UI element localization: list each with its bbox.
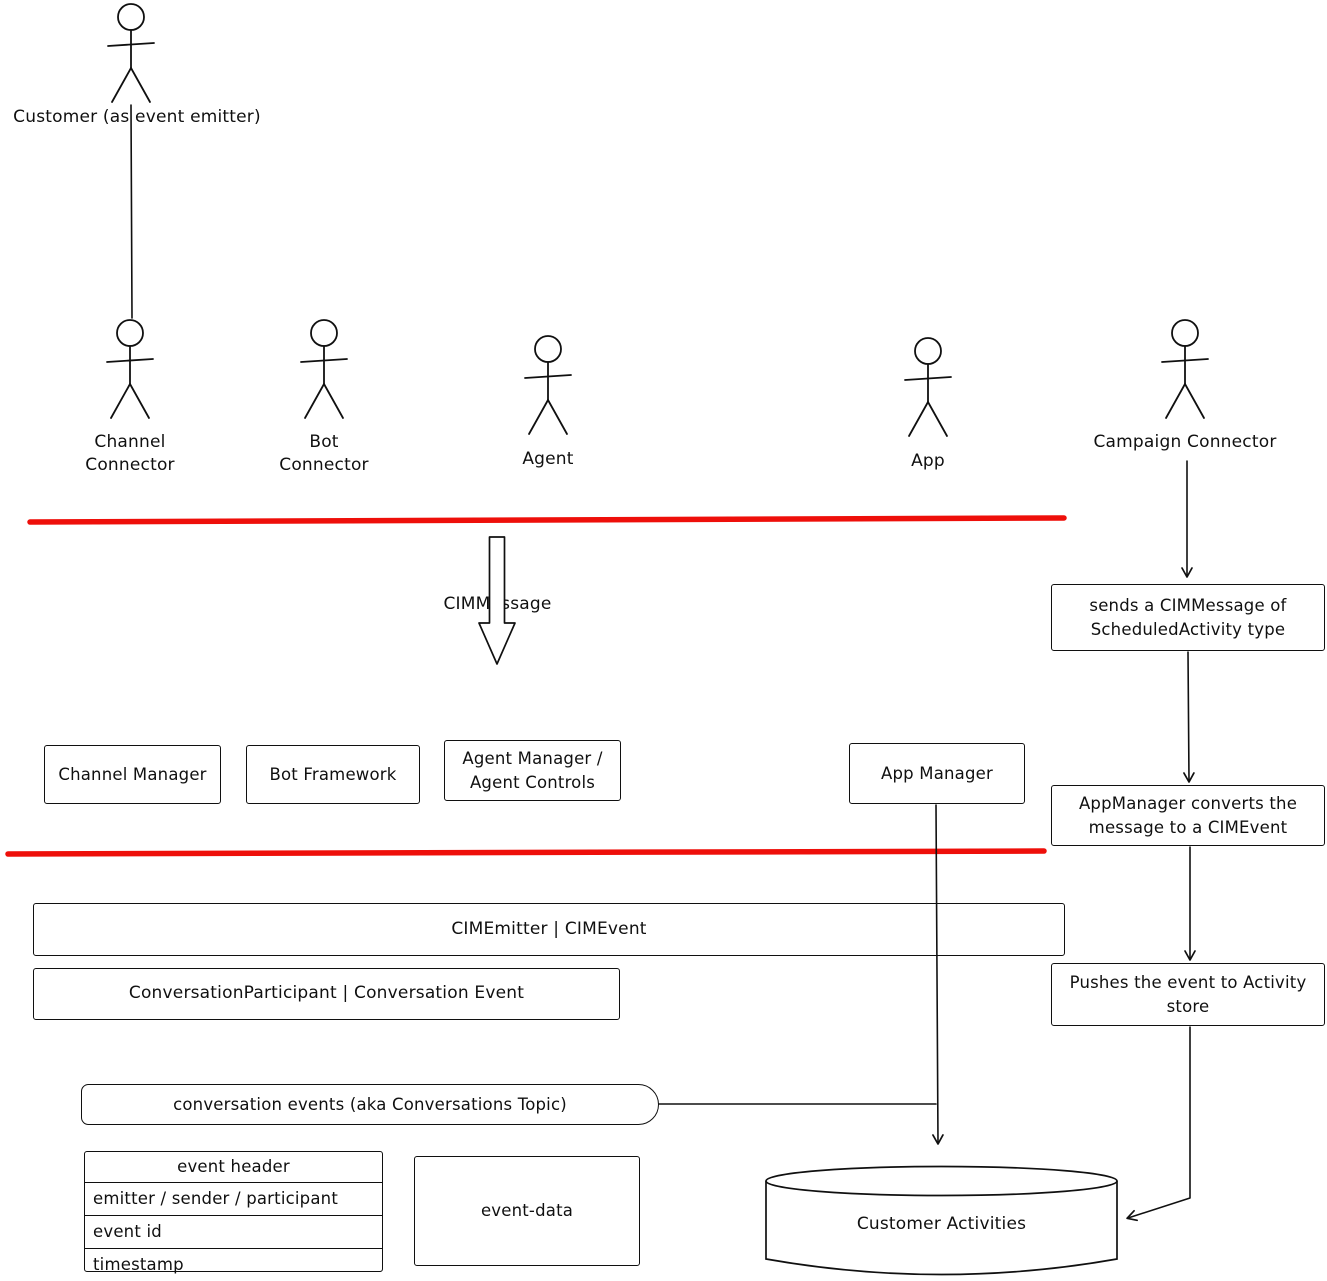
app-icon: [904, 337, 952, 437]
customer-activities-store: [765, 1165, 1118, 1276]
channel-connector-icon: [106, 319, 154, 419]
agent-manager-box: Agent Manager / Agent Controls: [444, 740, 621, 801]
channel-connector-label: Channel Connector: [85, 432, 175, 475]
cim-emitter-bar: CIMEmitter | CIMEvent: [33, 903, 1065, 956]
pushes-to-store-arrow: [1126, 1026, 1191, 1222]
event-header-row-event-id: event id: [85, 1216, 382, 1250]
customer-to-channel-line: [130, 104, 133, 319]
app-manager-box: App Manager: [849, 743, 1025, 804]
conversations-topic: conversation events (aka Conversations T…: [81, 1084, 659, 1125]
agent-label: Agent: [522, 449, 574, 469]
app-label: App: [911, 451, 945, 471]
campaign-connector-icon: [1161, 319, 1209, 419]
agent-icon: [524, 335, 572, 435]
customer-activities-label: Customer Activities: [856, 1214, 1027, 1234]
customer-icon: [107, 3, 155, 103]
event-header-row-timestamp: timestamp: [93, 1255, 184, 1275]
separator-line-top: [27, 515, 1067, 525]
pushes-event-note: Pushes the event to Activity store: [1051, 963, 1325, 1026]
event-header-row-participant: emitter / sender / participant: [85, 1183, 382, 1217]
bot-connector-icon: [300, 319, 348, 419]
bot-connector-label: Bot Connector: [279, 432, 369, 475]
event-header-title: event header: [85, 1152, 382, 1184]
customer-label: Customer (as event emitter): [13, 107, 261, 127]
cim-message-label: CIMMessage: [443, 594, 552, 614]
appmanager-converts-note: AppManager converts the message to a CIM…: [1051, 785, 1325, 846]
conversation-participant-bar: ConversationParticipant | Conversation E…: [33, 968, 620, 1020]
event-data-box: event-data: [414, 1156, 640, 1266]
event-header-table: event header emitter / sender / particip…: [84, 1151, 383, 1274]
channel-manager-box: Channel Manager: [44, 745, 221, 804]
sends-cimmessage-note: sends a CIMMessage of ScheduledActivity …: [1051, 584, 1325, 651]
appmanager-to-store-arrow: [932, 804, 944, 1145]
campaign-connector-label: Campaign Connector: [1093, 432, 1277, 452]
bot-framework-box: Bot Framework: [246, 745, 420, 804]
sends-to-converts-arrow: [1183, 651, 1195, 783]
separator-line-bottom: [5, 848, 1047, 857]
